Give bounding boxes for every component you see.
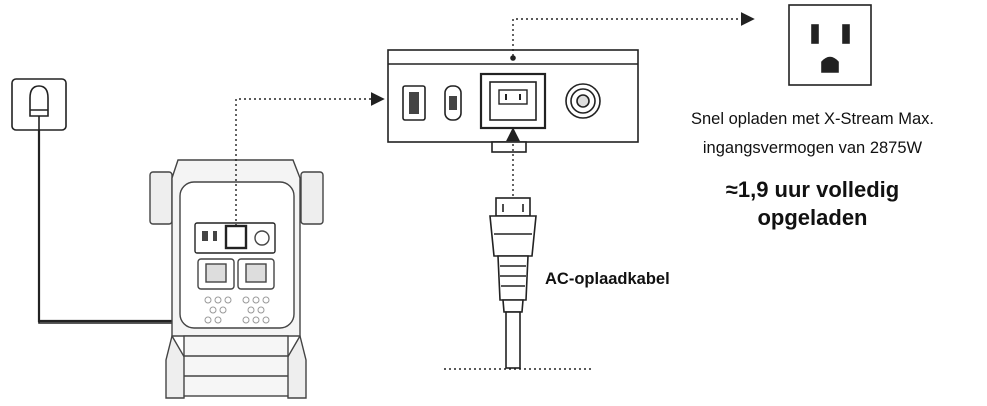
dotted-link-panel xyxy=(235,92,385,226)
iec-ac-plug-icon xyxy=(489,197,537,369)
fast-charge-text-line1: Snel opladen met X-Stream Max. xyxy=(690,110,935,128)
input-panel-icon xyxy=(387,49,639,153)
power-station-icon xyxy=(149,159,324,399)
charge-duration-line1: ≈1,9 uur volledig xyxy=(725,177,900,202)
dotted-link-socket xyxy=(512,12,755,56)
ac-cable-label: AC-oplaadkabel xyxy=(545,270,670,288)
wall-plug-icon xyxy=(11,78,67,131)
charge-duration-line2: opgeladen xyxy=(757,205,868,230)
us-wall-outlet-icon xyxy=(788,4,872,86)
fast-charge-text-line2: ingangsvermogen van 2875W xyxy=(702,139,923,157)
